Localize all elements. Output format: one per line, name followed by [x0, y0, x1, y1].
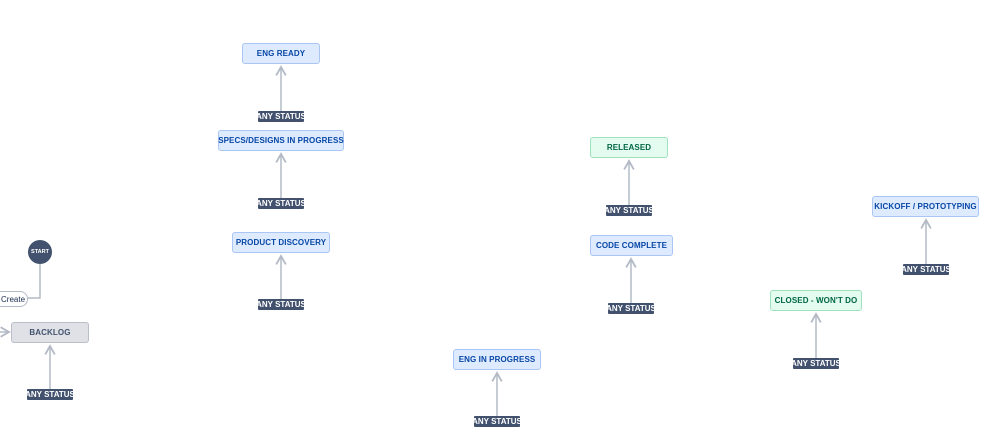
any-status-eng-in-progress-label: ANY STATUS: [472, 417, 522, 426]
status-product-discovery[interactable]: PRODUCT DISCOVERY: [232, 232, 330, 253]
status-released[interactable]: RELEASED: [590, 137, 668, 158]
status-specs-designs-label: SPECS/DESIGNS IN PROGRESS: [218, 136, 344, 145]
start-node[interactable]: START: [28, 240, 52, 264]
any-status-eng-ready-label: ANY STATUS: [256, 112, 306, 121]
any-status-released[interactable]: ANY STATUS: [604, 205, 654, 216]
any-status-eng-ready[interactable]: ANY STATUS: [256, 111, 306, 122]
status-backlog[interactable]: BACKLOG: [11, 322, 89, 343]
any-status-product-discovery-label: ANY STATUS: [256, 300, 306, 309]
status-code-complete-label: CODE COMPLETE: [595, 241, 668, 250]
start-label: START: [31, 249, 49, 255]
any-status-backlog-label: ANY STATUS: [25, 390, 75, 399]
status-eng-in-progress-label: ENG IN PROGRESS: [458, 355, 536, 364]
create-transition[interactable]: Create: [0, 291, 28, 307]
status-specs-designs-in-progress[interactable]: SPECS/DESIGNS IN PROGRESS: [218, 130, 344, 151]
any-status-specs-designs[interactable]: ANY STATUS: [256, 198, 306, 209]
status-closed-wont-do-label: CLOSED - WON'T DO: [774, 296, 858, 305]
any-status-kickoff[interactable]: ANY STATUS: [901, 264, 951, 275]
status-backlog-label: BACKLOG: [29, 328, 71, 337]
status-eng-ready-label: ENG READY: [256, 49, 306, 58]
create-transition-label: Create: [1, 294, 26, 304]
start-create-connector: [28, 264, 41, 299]
status-kickoff-prototyping[interactable]: KICKOFF / PROTOTYPING: [872, 196, 979, 217]
status-released-label: RELEASED: [606, 143, 652, 152]
any-status-code-complete-label: ANY STATUS: [606, 304, 656, 313]
any-status-backlog[interactable]: ANY STATUS: [25, 389, 75, 400]
status-kickoff-prototyping-label: KICKOFF / PROTOTYPING: [874, 202, 977, 211]
any-status-closed-wont-do[interactable]: ANY STATUS: [791, 358, 841, 369]
any-status-code-complete[interactable]: ANY STATUS: [606, 303, 656, 314]
any-status-eng-in-progress[interactable]: ANY STATUS: [472, 416, 522, 427]
any-status-kickoff-label: ANY STATUS: [901, 265, 951, 274]
any-status-specs-designs-label: ANY STATUS: [256, 199, 306, 208]
any-status-released-label: ANY STATUS: [604, 206, 654, 215]
any-status-product-discovery[interactable]: ANY STATUS: [256, 299, 306, 310]
status-eng-in-progress[interactable]: ENG IN PROGRESS: [453, 349, 541, 370]
status-code-complete[interactable]: CODE COMPLETE: [590, 235, 673, 256]
status-closed-wont-do[interactable]: CLOSED - WON'T DO: [770, 290, 862, 311]
status-eng-ready[interactable]: ENG READY: [242, 43, 320, 64]
any-status-closed-wont-do-label: ANY STATUS: [791, 359, 841, 368]
status-product-discovery-label: PRODUCT DISCOVERY: [235, 238, 327, 247]
